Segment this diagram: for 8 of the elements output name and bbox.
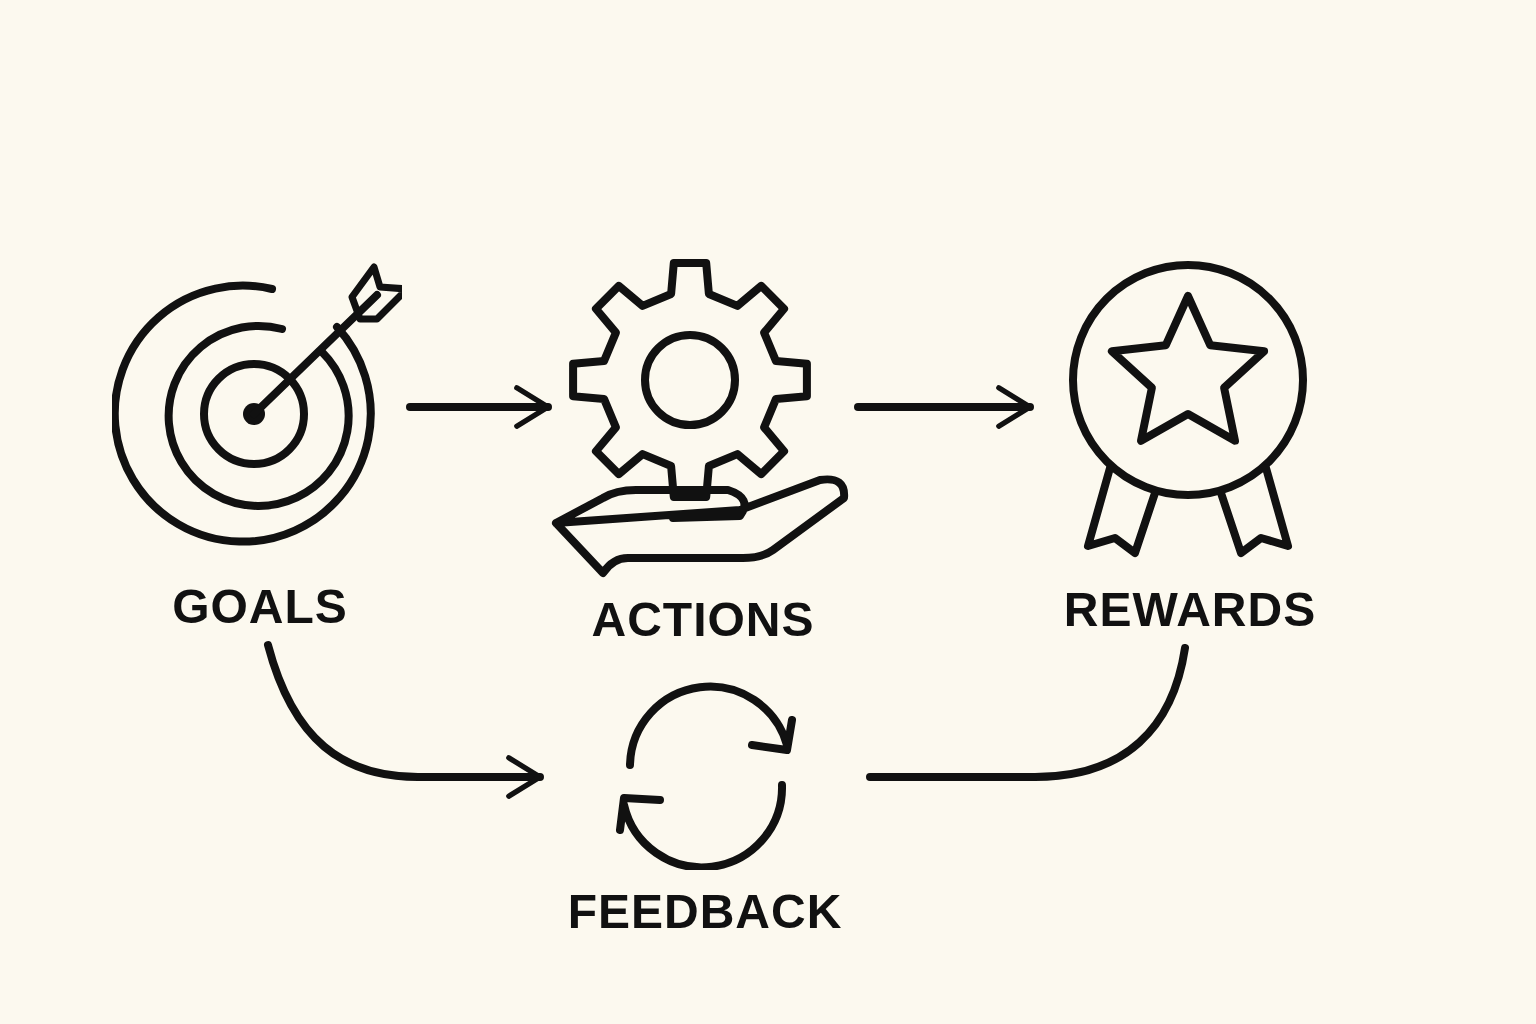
arrow xyxy=(264,641,544,799)
arrow xyxy=(854,385,1034,429)
step-label: FEEDBACK xyxy=(566,888,844,936)
connector-line xyxy=(866,644,1189,781)
step-label: ACTIONS xyxy=(590,596,816,644)
step-label: REWARDS xyxy=(1062,586,1318,634)
step-label: GOALS xyxy=(171,583,349,631)
arrow xyxy=(406,385,552,429)
